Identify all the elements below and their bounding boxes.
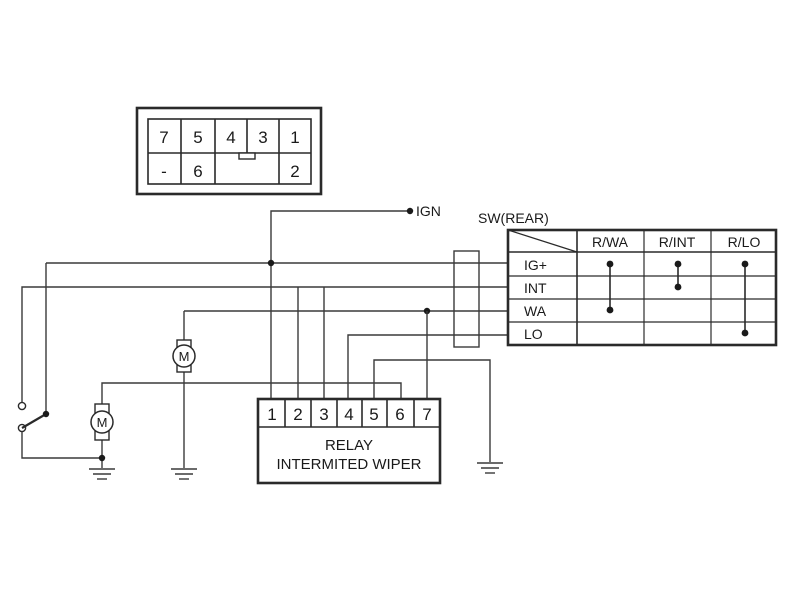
switch-row-igplus: IG+: [524, 257, 547, 273]
ign-terminal-dot: [406, 207, 414, 215]
connector-pin-7: 7: [159, 128, 168, 147]
relay-pin-7: 7: [422, 405, 431, 424]
switch-pivot-dot: [42, 410, 50, 418]
switch-contact: [17, 401, 27, 411]
junction-dot: [267, 259, 275, 267]
switch-row-wa: WA: [524, 303, 547, 319]
switch-table: SW(REAR) R/WA R/INT R/LO IG+ INT WA LO: [478, 210, 778, 347]
ign-label: IGN: [416, 203, 441, 219]
wire-ign-to-pin1: [270, 210, 410, 400]
switch-col-rwa: R/WA: [592, 234, 629, 250]
wire-lo: [347, 334, 508, 400]
connector-pin-4: 4: [226, 128, 235, 147]
connector-face: 7 5 4 3 1 - 6 2: [135, 106, 323, 196]
motor-symbol: M: [97, 415, 108, 430]
relay-label-line1: RELAY: [325, 437, 373, 454]
relay-pin-5: 5: [369, 405, 378, 424]
switch-col-rlo: R/LO: [728, 234, 761, 250]
ground-icon: [89, 468, 115, 480]
continuity-rint: [674, 260, 682, 291]
switch-title: SW(REAR): [478, 210, 549, 226]
relay-pin-2: 2: [293, 405, 302, 424]
relay-body: [256, 397, 442, 485]
connector-pin-3: 3: [258, 128, 267, 147]
switch-row-int: INT: [524, 280, 547, 296]
connector-pin-blank: -: [161, 162, 167, 181]
motor-icon: [90, 410, 114, 434]
connector-pin-grid: [147, 118, 312, 185]
relay-box: 1 2 3 4 5 6 7 RELAY INTERMITED WIPER: [256, 397, 442, 485]
connector-pin-1: 1: [290, 128, 299, 147]
connector-key-notch: [238, 152, 256, 160]
harness-clamp: [453, 250, 480, 348]
ground-icon: [477, 462, 503, 474]
relay-pin-6: 6: [395, 405, 404, 424]
wire-pin6-to-motor: [101, 382, 402, 404]
connector-pin-2: 2: [290, 162, 299, 181]
continuity-rwa: [606, 260, 614, 314]
connector-pin-5: 5: [193, 128, 202, 147]
motor-icon: [172, 344, 196, 368]
wires: [21, 207, 508, 468]
continuity-rlo: [741, 260, 749, 337]
relay-pin-4: 4: [344, 405, 353, 424]
switch-lever: [21, 413, 47, 429]
wire-switch-ground: [21, 428, 102, 459]
switch-row-lo: LO: [524, 326, 543, 342]
wire-int: [21, 286, 508, 402]
ground-icon: [171, 468, 197, 480]
relay-label-line2: INTERMITED WIPER: [277, 456, 422, 473]
junction-dot: [98, 454, 106, 462]
connector-pin-6: 6: [193, 162, 202, 181]
wire-pin5-to-ground: [373, 359, 491, 462]
switch-table-frame: [506, 228, 778, 347]
connector-body: [135, 106, 323, 196]
motor-lower: M: [90, 403, 114, 441]
motor-symbol: M: [179, 349, 190, 364]
manual-switch: [17, 401, 50, 433]
relay-pin-3: 3: [319, 405, 328, 424]
relay-pin-1: 1: [267, 405, 276, 424]
motor-upper: M: [172, 339, 196, 373]
switch-col-rint: R/INT: [659, 234, 696, 250]
